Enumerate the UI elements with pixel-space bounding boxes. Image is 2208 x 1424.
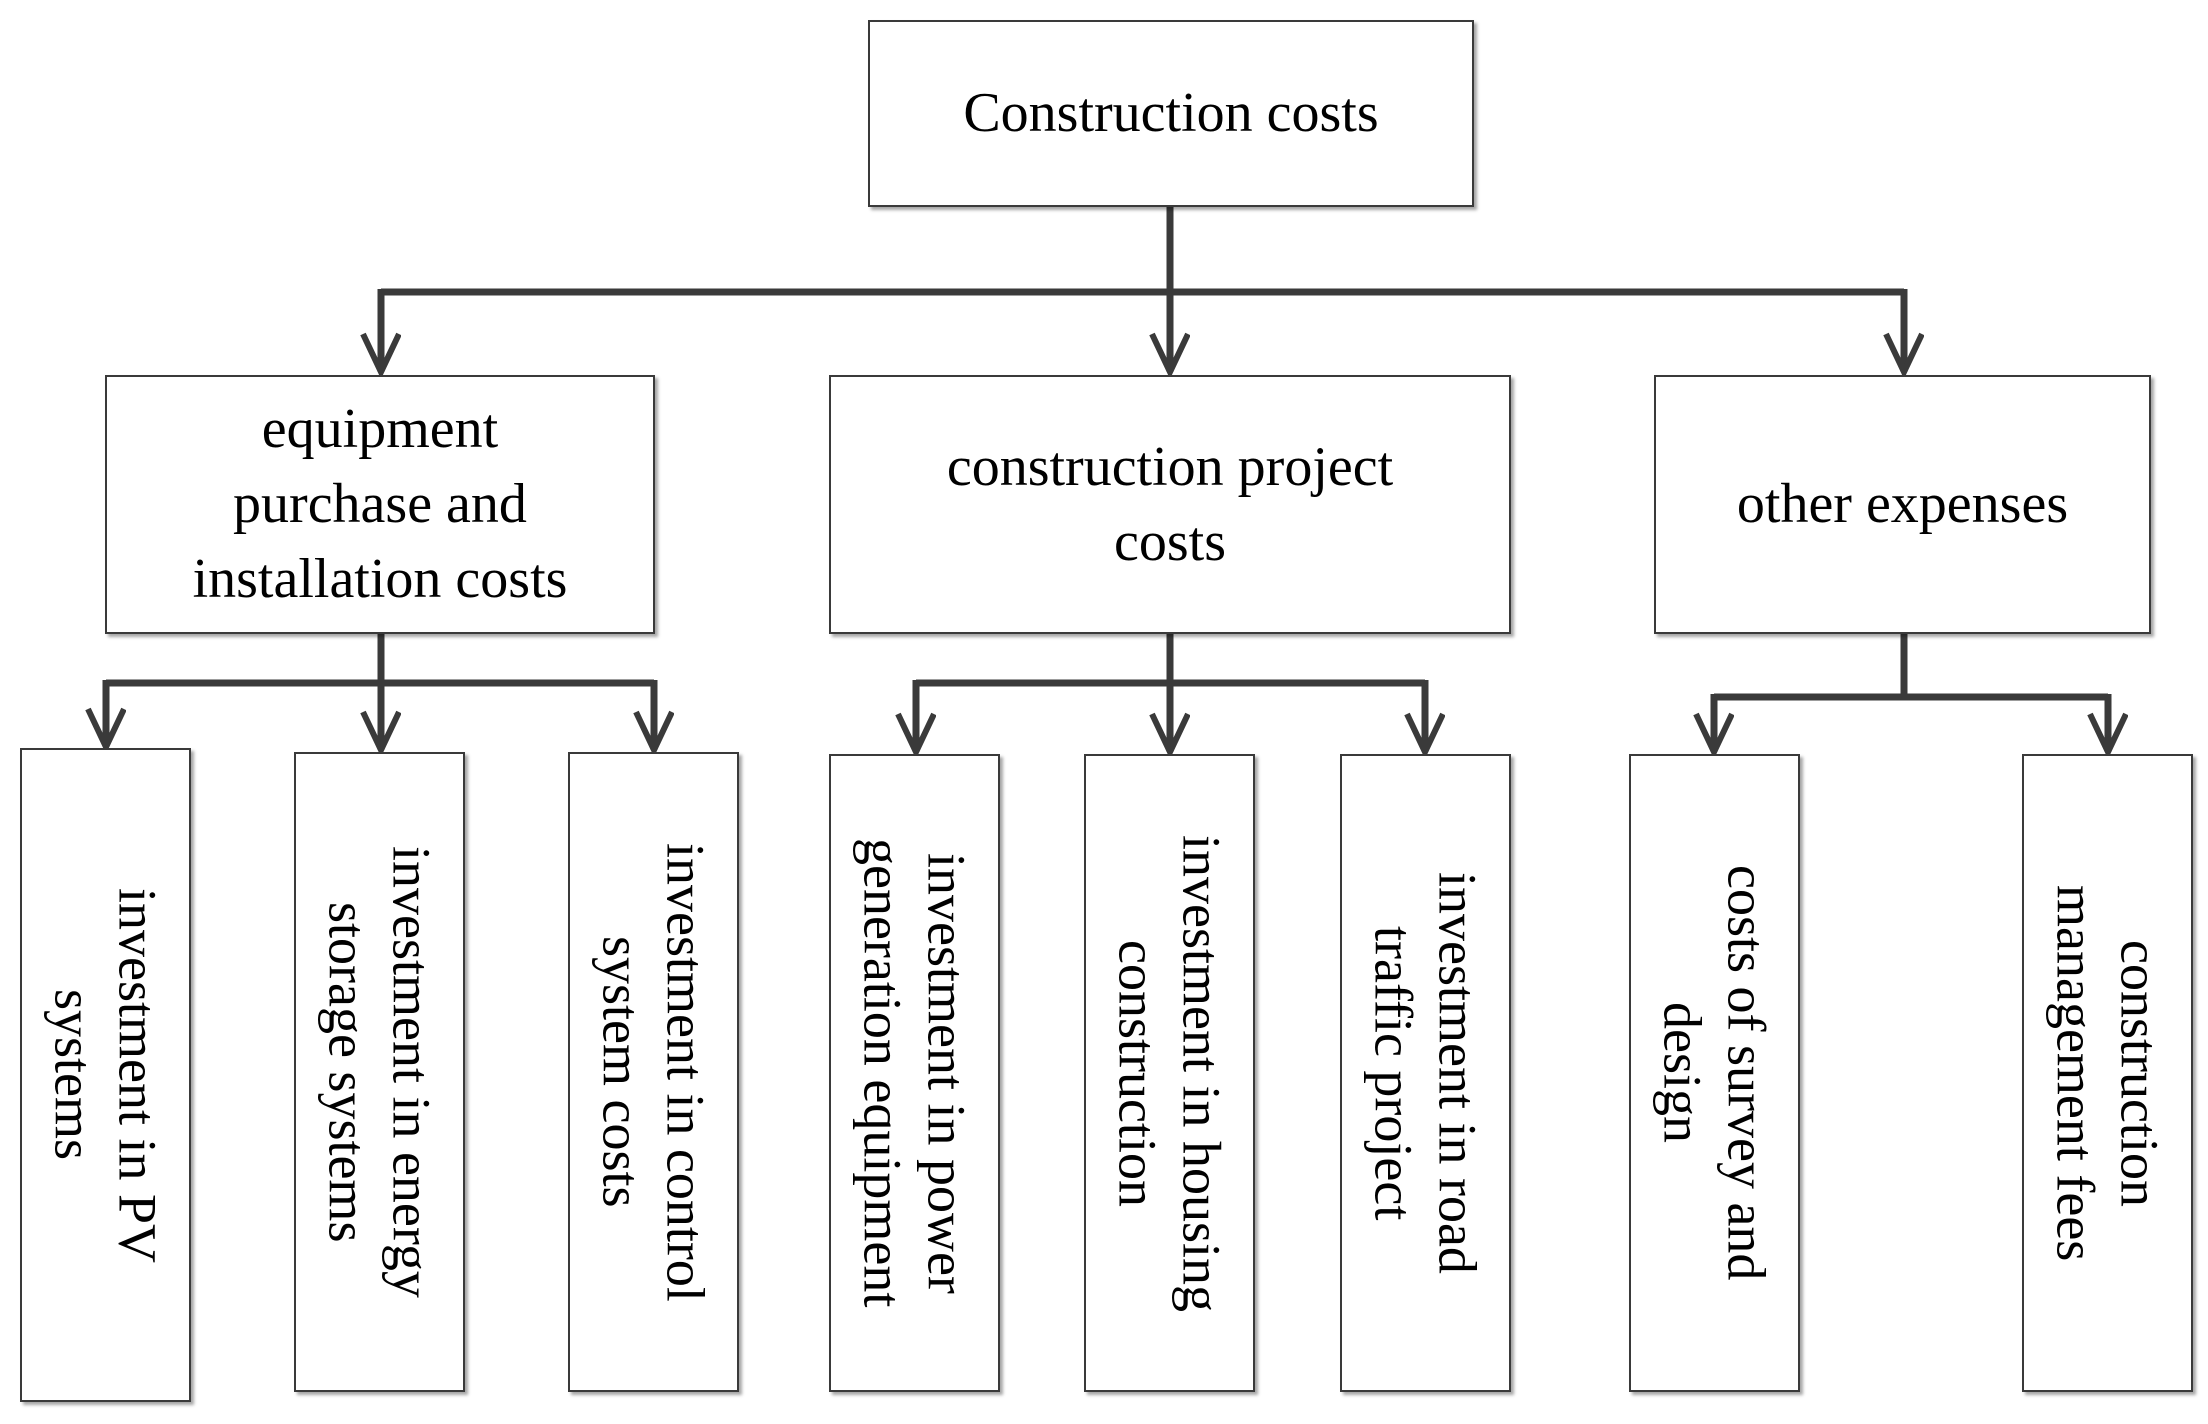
- item-label: investment in road traffic project: [1363, 872, 1488, 1274]
- category-node-construction-project: construction project costs: [829, 375, 1511, 634]
- category-node-other-expenses: other expenses: [1654, 375, 2151, 634]
- item-label: costs of survey and design: [1652, 865, 1777, 1281]
- root-node: Construction costs: [868, 20, 1474, 207]
- item-node-housing: investment in housing construction: [1084, 754, 1255, 1392]
- category-label: construction project costs: [946, 435, 1394, 573]
- category-label: other expenses: [1736, 473, 2069, 535]
- item-node-power-equipment: investment in power generation equipment: [829, 754, 1000, 1392]
- item-label: investment in housing construction: [1107, 834, 1232, 1312]
- item-node-pv-systems: investment in PV systems: [20, 748, 191, 1402]
- item-label: investment in control system costs: [591, 842, 716, 1302]
- root-label: Construction costs: [963, 82, 1379, 144]
- item-label: investment in PV systems: [43, 887, 168, 1263]
- item-node-management-fees: construction management fees: [2022, 754, 2193, 1392]
- item-label: investment in power generation equipment: [852, 838, 977, 1308]
- item-node-road-traffic: investment in road traffic project: [1340, 754, 1511, 1392]
- item-label: construction management fees: [2045, 884, 2170, 1262]
- category-node-equipment: equipment purchase and installation cost…: [105, 375, 655, 634]
- item-node-energy-storage: investment in energy storage systems: [294, 752, 465, 1392]
- item-node-control-system: investment in control system costs: [568, 752, 739, 1392]
- item-label: investment in energy storage systems: [317, 846, 442, 1298]
- item-node-survey-design: costs of survey and design: [1629, 754, 1800, 1392]
- category-label: equipment purchase and installation cost…: [192, 398, 568, 610]
